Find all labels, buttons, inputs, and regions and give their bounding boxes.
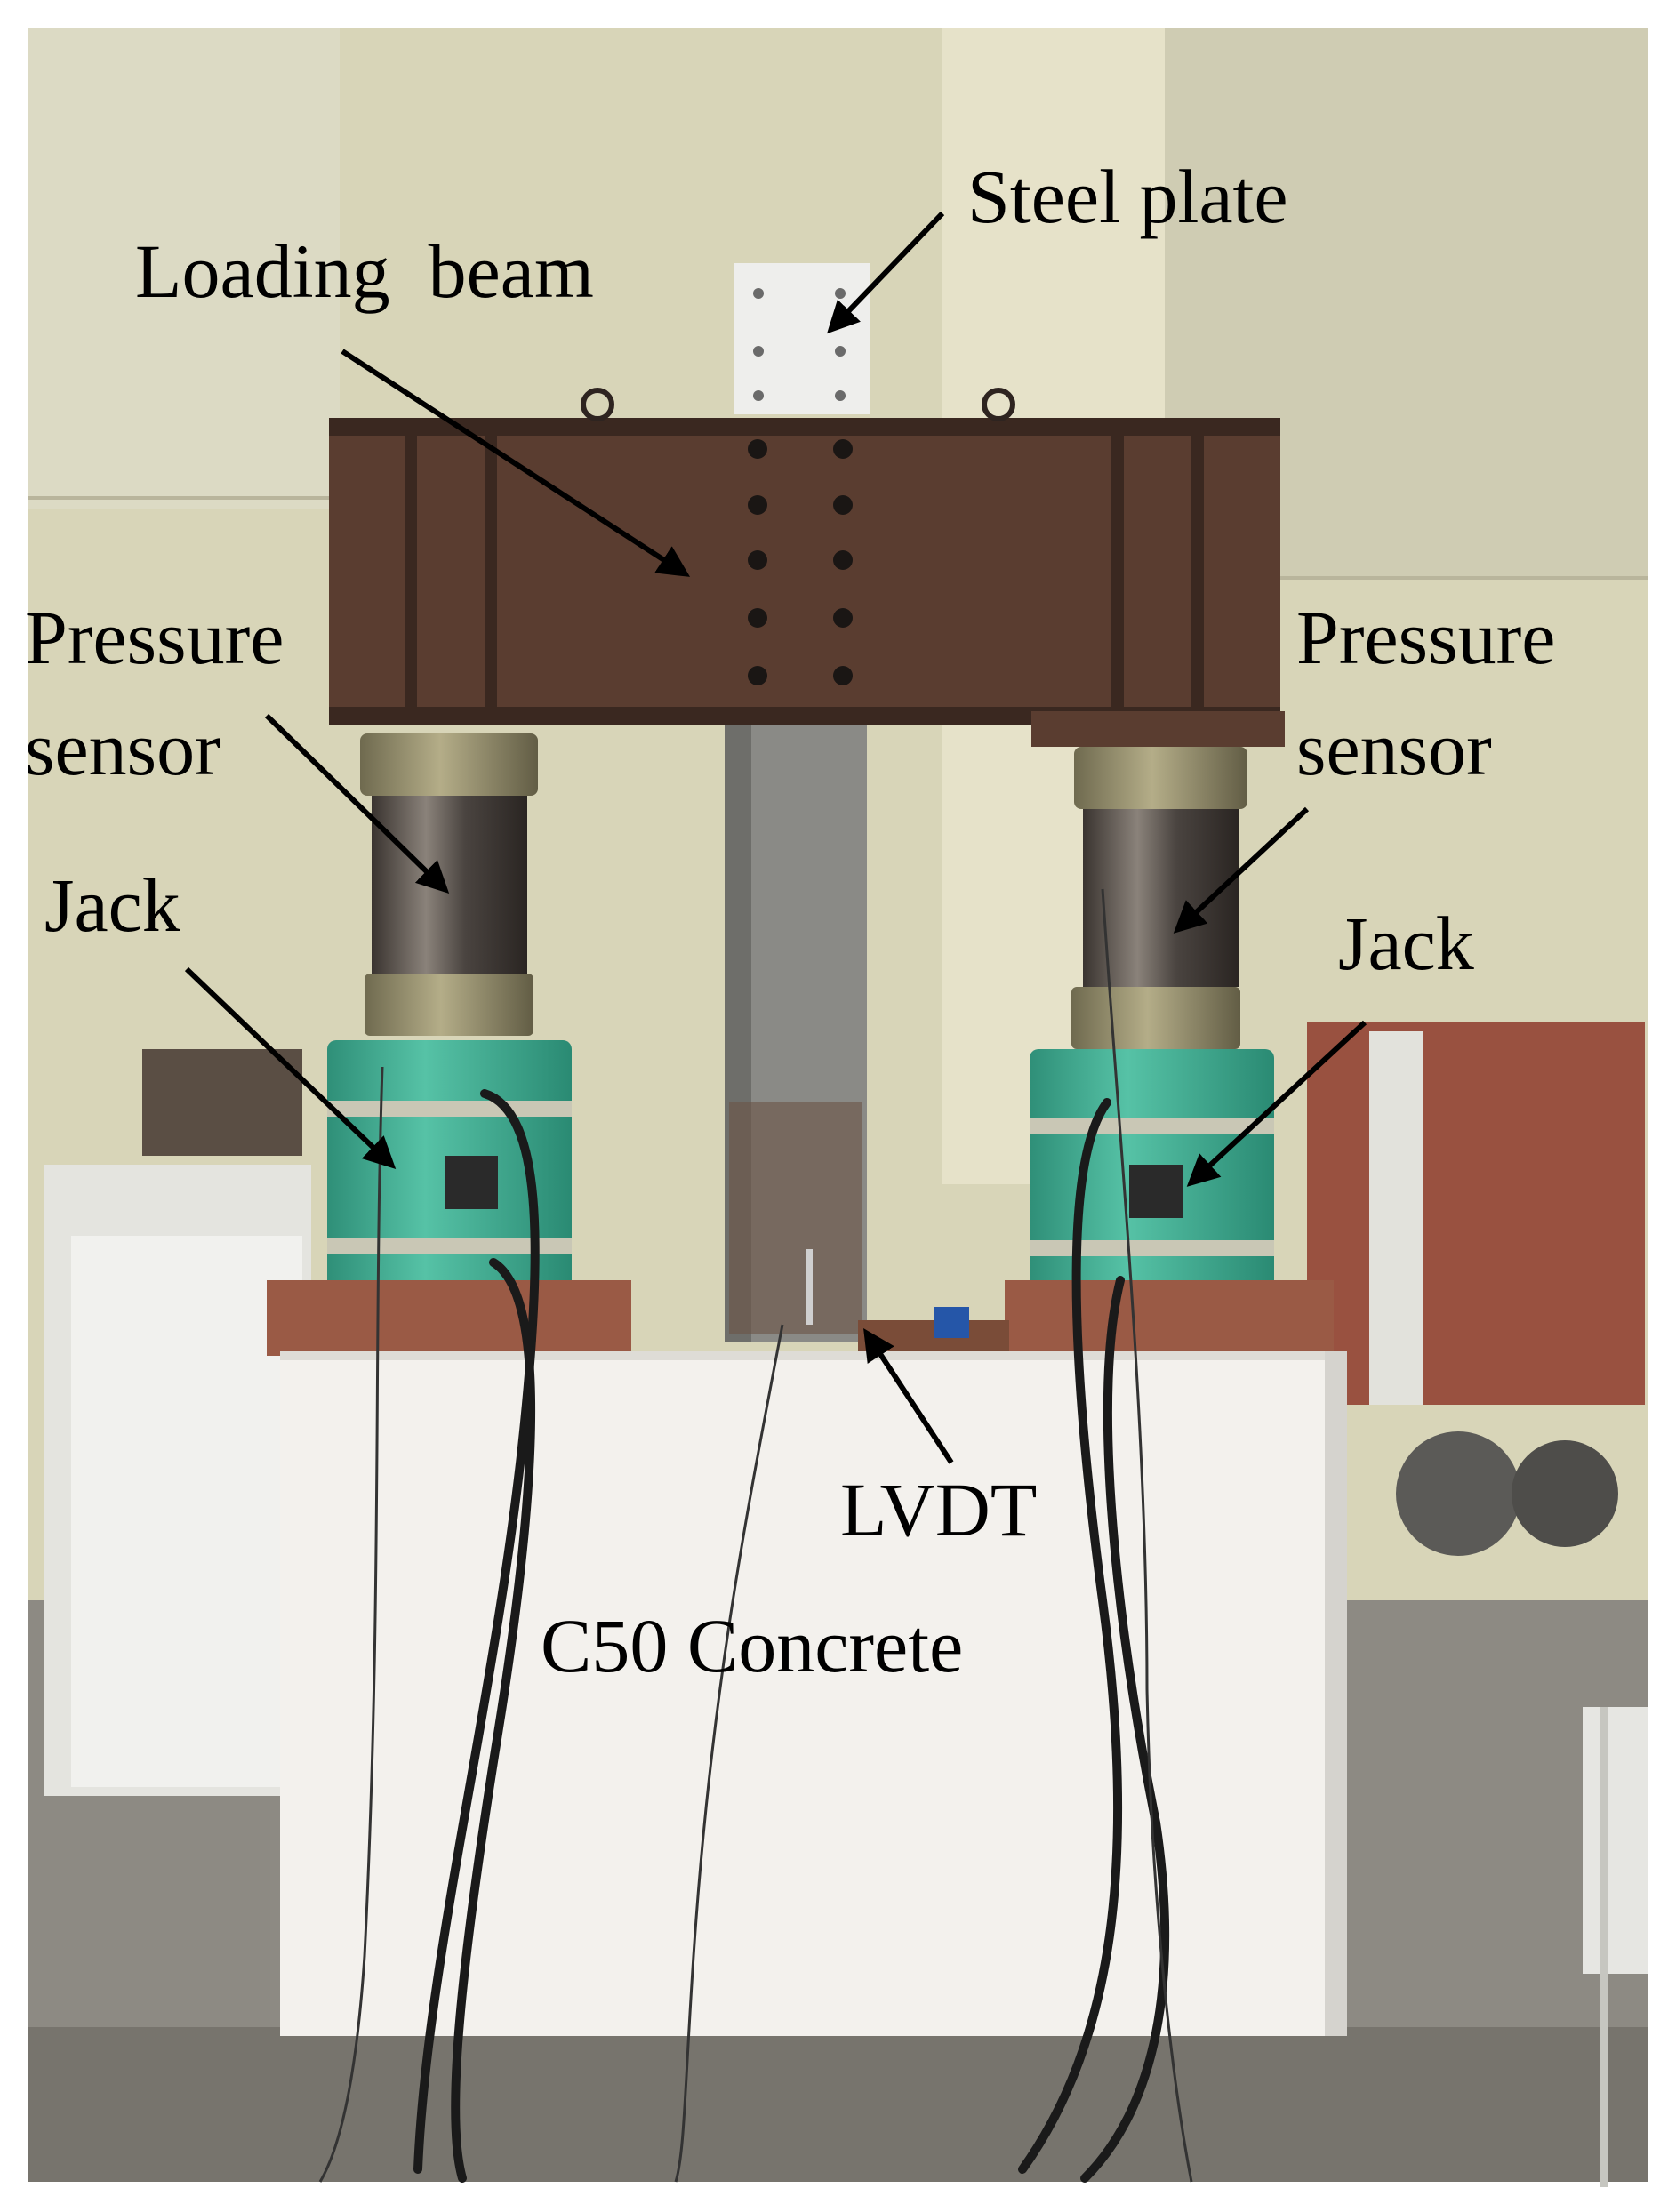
label-jack-right: Jack <box>1338 901 1474 986</box>
arrow-steel-plate <box>827 211 945 334</box>
background-machinery <box>1307 1022 1648 2187</box>
c50-concrete-block <box>280 1351 1347 2036</box>
arrow-pressure-sensor-right <box>1173 806 1310 934</box>
arrow-pressure-sensor-left <box>264 713 450 894</box>
label-pressure-sensor-right-line1: Pressure <box>1296 595 1556 680</box>
steel-column <box>725 720 867 1342</box>
arrow-jack-left <box>184 966 397 1169</box>
arrow-jack-right <box>1186 1020 1367 1187</box>
loading-beam <box>329 388 1285 747</box>
label-jack-left: Jack <box>44 862 180 948</box>
arrow-loading-beam <box>341 349 691 577</box>
arrow-lvdt <box>863 1327 954 1464</box>
right-jack-assembly <box>1005 747 1334 1356</box>
label-pressure-sensor-left-line2: sensor <box>25 706 221 791</box>
label-c50-concrete: C50 Concrete <box>541 1603 964 1688</box>
background-shelving <box>44 1049 311 1796</box>
annotation-arrows <box>184 211 1367 1464</box>
label-lvdt: LVDT <box>840 1467 1038 1552</box>
label-loading-beam: Loading beam <box>135 228 594 314</box>
steel-plate <box>734 263 870 414</box>
hydraulic-hoses <box>413 1089 1170 2183</box>
label-pressure-sensor-right: Pressure sensor <box>1296 582 1555 805</box>
label-steel-plate: Steel plate <box>967 154 1288 239</box>
label-pressure-sensor-left-line1: Pressure <box>25 595 285 680</box>
label-pressure-sensor-left: Pressure sensor <box>25 582 284 805</box>
sensor-wires <box>318 888 1193 2183</box>
label-pressure-sensor-right-line2: sensor <box>1296 706 1492 791</box>
